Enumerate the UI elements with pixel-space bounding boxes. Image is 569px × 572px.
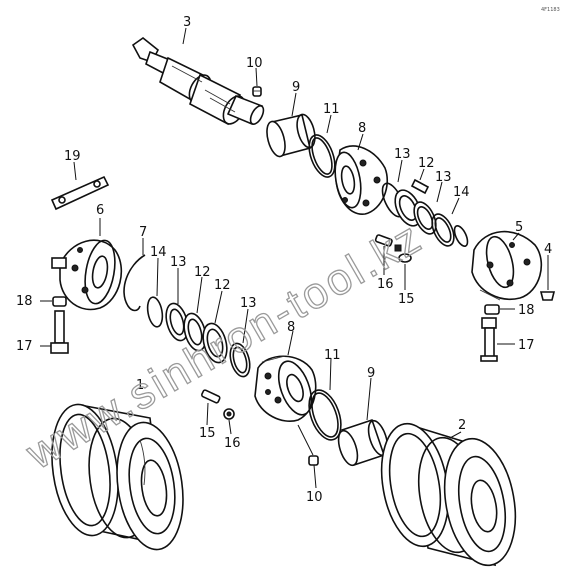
nut-left [52,296,67,307]
label-18-left: 18 [16,294,33,309]
seal-group-bottom [146,296,251,378]
label-12-c: 12 [214,278,231,293]
snap-ring [123,254,146,312]
o-ring-top [308,134,336,178]
bushing-top [266,113,316,158]
label-5: 5 [515,220,523,235]
nut-right [484,304,500,315]
label-10-bottom: 10 [306,490,323,505]
label-13-d: 13 [240,296,257,311]
roller-single-flange [380,422,517,567]
label-3: 3 [183,15,191,30]
label-15-bottom: 15 [199,426,216,441]
collar-top [334,145,389,215]
o-ring-bottom [308,389,342,441]
leader-lines [40,27,549,489]
label-8-bottom: 8 [287,320,295,335]
roller-double-flange [51,403,184,551]
label-12-b: 12 [194,265,211,280]
label-2: 2 [458,418,466,433]
label-10-top: 10 [246,56,263,71]
label-11-bottom: 11 [324,348,341,363]
label-1: 1 [136,378,144,393]
collar-bottom [254,355,317,422]
label-16-right: 16 [377,277,394,292]
end-cap-right [471,230,543,301]
end-cap-left [51,239,123,311]
label-13-b: 13 [435,170,452,185]
label-13-a: 13 [394,147,411,162]
callout-labels: 3 10 9 11 8 13 12 13 14 5 4 16 15 18 17 … [16,15,552,505]
label-16-bottom: 16 [224,436,241,451]
bushing-bottom [337,418,389,467]
label-14-b: 14 [150,245,167,260]
pin-left [50,310,69,354]
label-17-right: 17 [518,338,535,353]
label-4: 4 [544,242,552,257]
bolt-washer-bottom [201,389,235,420]
strip [50,175,110,211]
corner-mark: 4F1183 [541,7,560,13]
pin-right [480,317,498,362]
bolt-washer-right [374,234,412,263]
label-15-right: 15 [398,292,415,307]
plug-right [539,291,556,301]
label-11-top: 11 [323,102,340,117]
label-19: 19 [64,149,81,164]
label-17-left: 17 [16,339,33,354]
label-12-a: 12 [418,156,435,171]
label-9-bottom: 9 [367,366,375,381]
plug-bottom [297,424,319,466]
label-6: 6 [96,203,104,218]
label-13-c: 13 [170,255,187,270]
shaft [131,37,265,126]
seal-group-top [381,178,469,247]
label-7: 7 [139,225,147,240]
label-9-top: 9 [292,80,300,95]
label-18-right: 18 [518,303,535,318]
label-8-top: 8 [358,121,366,136]
label-14-a: 14 [453,185,470,200]
plug-top [252,86,262,97]
